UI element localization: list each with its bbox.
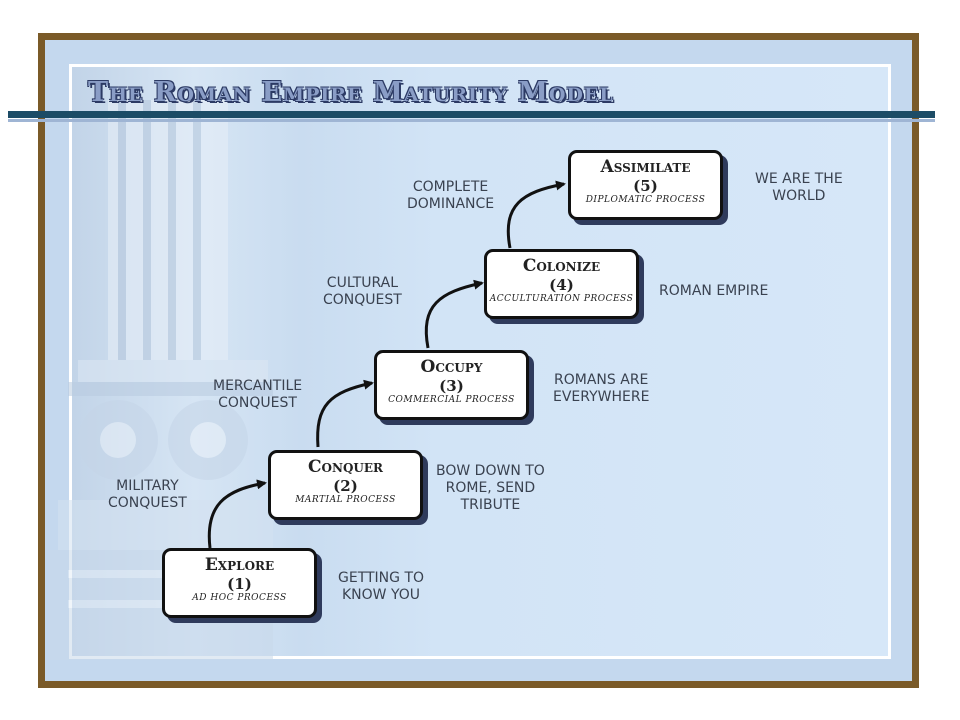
step-name: Explore	[204, 555, 275, 575]
step-box-conquer: Conquer (2) Martial Process	[268, 450, 423, 520]
step-box-occupy: Occupy (3) Commercial Process	[374, 350, 529, 420]
step-description-occupy: Romans are everywhere	[553, 372, 650, 405]
step-description-colonize: Roman Empire	[659, 283, 769, 299]
step-description-explore: Getting to know you	[338, 570, 425, 603]
step-name: Colonize	[522, 256, 601, 276]
transition-label-mercantile: Mercantile conquest	[213, 378, 303, 411]
step-description-conquer: Bow down to Rome, send tribute	[436, 463, 545, 513]
step-process: Diplomatic Process	[585, 195, 706, 205]
arrow-explore-to-conquer	[207, 479, 267, 549]
step-level: (3)	[439, 377, 464, 395]
step-box-colonize: Colonize (4) Acculturation Process	[484, 249, 639, 319]
arrow-colonize-to-assimilate	[506, 180, 566, 249]
column-illustration	[48, 100, 273, 660]
step-box-assimilate: Assimilate (5) Diplomatic Process	[568, 150, 723, 220]
step-level: (2)	[333, 477, 358, 495]
arrow-conquer-to-occupy	[316, 379, 374, 448]
step-level: (5)	[633, 177, 658, 195]
step-box-explore: Explore (1) Ad Hoc Process	[162, 548, 317, 618]
transition-label-dominance: Complete dominance	[407, 179, 495, 212]
step-name: Occupy	[420, 357, 483, 377]
title-underline	[8, 111, 935, 118]
step-process: Martial Process	[295, 495, 396, 505]
step-name: Assimilate	[600, 157, 691, 177]
step-name: Conquer	[308, 457, 383, 477]
step-process: Acculturation Process	[489, 294, 634, 304]
arrow-occupy-to-colonize	[424, 279, 484, 349]
step-process: Commercial Process	[388, 395, 515, 405]
step-description-assimilate: We are the world	[755, 171, 843, 204]
transition-label-military: Military conquest	[108, 478, 187, 511]
step-level: (4)	[549, 276, 574, 294]
step-process: Ad Hoc Process	[192, 593, 287, 603]
slide-title: The Roman Empire Maturity Model	[88, 77, 614, 108]
title-underline-highlight	[8, 119, 935, 122]
step-level: (1)	[227, 575, 252, 593]
transition-label-cultural: Cultural conquest	[323, 275, 402, 308]
